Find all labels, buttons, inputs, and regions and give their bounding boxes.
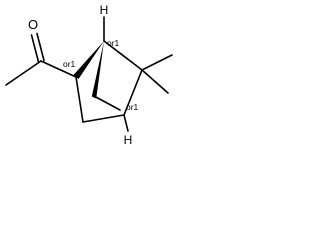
atom-hydrogen-bottom-label: H [124,133,133,147]
bond-acetyl-ring [40,60,77,78]
bond-h-bottom [123,114,129,132]
molecule-structure-diagram: O H H or1 or1 or1 [5,3,173,147]
stereo-label-c2: or1 [63,59,76,69]
wedge-c1-bridge [91,41,104,99]
bond-c6-c1 [103,40,143,71]
atom-oxygen-label: O [28,17,38,32]
bond-c-o-double-2 [36,32,45,62]
bond-c2-c3 [75,76,84,123]
wedge-c1-c2 [73,41,104,79]
bond-methyl-lower [141,69,169,94]
bond-c3-c4 [82,114,125,123]
bond-bridge [93,95,121,111]
bond-c4-c6 [123,69,143,116]
stereo-label-c1: or1 [107,38,120,48]
atom-hydrogen-top-label: H [100,3,109,17]
bond-c-o-double-1 [30,34,40,63]
bond-methyl-upper [141,54,173,71]
stereo-label-c5: or1 [126,102,139,112]
bond-methyl [5,60,42,86]
